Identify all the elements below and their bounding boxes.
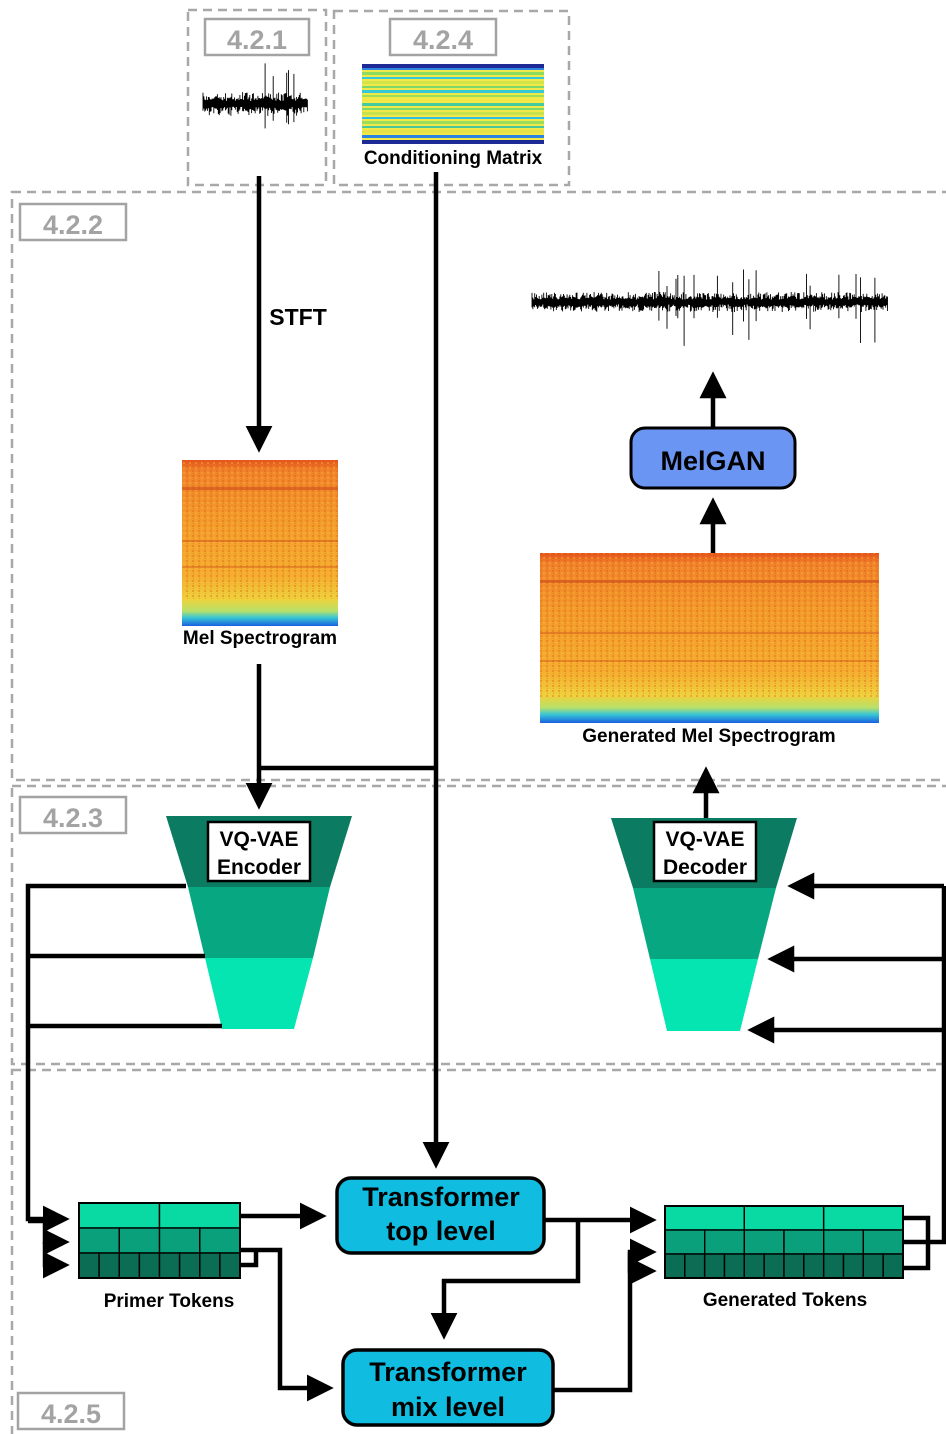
conditioning-matrix-image [362,64,544,144]
transformer-mix-level: Transformer mix level [343,1350,553,1425]
primer-tokens [79,1203,240,1278]
transformer-top-line1: Transformer [362,1182,520,1212]
decoder-label-line2: Decoder [663,856,747,879]
conditioning-matrix-caption: Conditioning Matrix [364,148,543,169]
token-cell [705,1230,745,1254]
token-cell [665,1230,705,1254]
token-cell [804,1254,824,1278]
token-cell [79,1253,99,1278]
arrow-primer-to-mix [241,1250,327,1388]
token-cell [824,1230,864,1254]
primer-low-input [45,1242,63,1265]
token-cell [764,1254,784,1278]
transformer-top-level: Transformer top level [337,1178,544,1253]
transformer-mix-line1: Transformer [369,1357,527,1387]
token-cell [844,1254,864,1278]
token-cell [79,1203,160,1228]
token-cell [705,1254,725,1278]
section-4-2-3-border [12,786,946,1064]
token-cell [824,1254,844,1278]
token-cell [744,1206,823,1230]
token-cell [883,1254,903,1278]
token-cell [784,1230,824,1254]
encoder-label-line1: VQ-VAE [220,828,299,851]
transformer-mix-line2: mix level [391,1392,505,1422]
melgan-label: MelGAN [660,446,765,476]
token-cell [99,1253,119,1278]
section-label-4-2-1: 4.2.1 [227,25,287,55]
token-cell [744,1254,764,1278]
decoder-label-line1: VQ-VAE [666,828,745,851]
token-cell [744,1230,784,1254]
encoder-label-line2: Encoder [217,856,301,879]
waveform-trace [532,270,888,346]
section-label-4-2-5: 4.2.5 [41,1399,101,1429]
generated-mel-spectrogram-caption: Generated Mel Spectrogram [582,726,835,747]
token-cell [685,1254,705,1278]
token-cell [725,1254,745,1278]
token-cell [79,1228,119,1253]
token-cell [160,1203,241,1228]
token-cell [665,1254,685,1278]
token-cell [119,1253,139,1278]
stft-label: STFT [269,304,327,330]
primer-tokens-caption: Primer Tokens [104,1291,235,1312]
mel-spectrogram-image [182,460,338,626]
generated-low-input [630,1252,650,1271]
token-cell [180,1253,200,1278]
token-cell [139,1253,159,1278]
encoder-out-top [28,886,186,1219]
generated-out-low [904,1242,928,1268]
token-cell [160,1228,200,1253]
input-waveform [203,63,307,128]
section-label-4-2-4: 4.2.4 [413,25,473,55]
token-cell [160,1253,180,1278]
section-label-4-2-3: 4.2.3 [43,803,103,833]
generated-tokens [665,1206,903,1278]
transformer-top-line2: top level [386,1216,496,1246]
output-waveform [532,270,888,346]
token-cell [200,1253,220,1278]
vq-vae-encoder: VQ-VAE Encoder [166,816,352,1029]
generated-out-top [904,1218,928,1242]
generated-tokens-caption: Generated Tokens [703,1290,867,1311]
token-cell [200,1228,240,1253]
token-cell [824,1206,903,1230]
vq-vae-decoder: VQ-VAE Decoder [611,818,797,1031]
waveform-trace [203,63,307,128]
token-cell [119,1228,159,1253]
token-cell [220,1253,240,1278]
section-label-4-2-2: 4.2.2 [43,210,103,240]
generated-mel-spectrogram-image [540,553,879,723]
token-cell [863,1230,903,1254]
mel-spectrogram-caption: Mel Spectrogram [183,628,337,649]
token-cell [863,1254,883,1278]
token-cell [784,1254,804,1278]
token-cell [665,1206,744,1230]
primer-mid-input [28,1221,63,1242]
melgan-block: MelGAN [631,428,795,488]
